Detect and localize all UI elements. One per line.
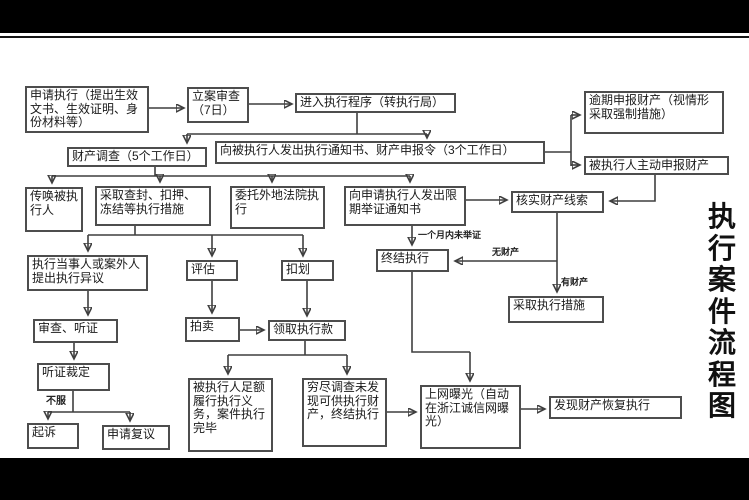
resume-execution-box: 发现财产恢复执行 [549,396,682,419]
letterbox-top-bar [0,0,749,33]
edge-label-has-property: 有财产 [561,277,589,287]
case-completed-box: 被执行人足额履行执行义务，案件执行完毕 [188,378,273,452]
summon-debtor-box: 传唤被执行人 [25,187,83,232]
frame-line-top [0,36,749,38]
terminate-execution-box: 终结执行 [376,249,449,272]
letterbox-bottom-bar [0,458,749,500]
review-hearing-box: 审查、听证 [33,319,118,343]
lawsuit-box: 起诉 [27,423,79,449]
enter-execution-procedure-box: 进入执行程序（转执行局） [295,93,456,113]
auction-box: 拍卖 [185,317,240,342]
edge-label-no-property: 无财产 [492,247,520,257]
execution-objection-box: 执行当事人或案外人提出执行异议 [27,255,148,291]
deduction-box: 扣划 [281,260,334,281]
appraisal-box: 评估 [186,260,238,281]
verify-property-clues-box: 核实财产线索 [511,191,604,213]
hearing-ruling-box: 听证裁定 [37,363,110,391]
edge-label-no-evidence-in-month: 一个月内未举证 [418,230,482,240]
overdue-declaration-box: 逾期申报财产（视情形采取强制措施） [584,91,724,134]
online-exposure-box: 上网曝光（自动在浙江诚信网曝光） [420,385,521,449]
exhausted-investigation-box: 穷尽调查未发现可供执行财产，终结执行 [302,378,387,447]
voluntary-declaration-box: 被执行人主动申报财产 [584,156,729,175]
reconsideration-box: 申请复议 [102,425,170,450]
edge-label-dissatisfied: 不服 [46,396,66,407]
receive-payment-box: 领取执行款 [268,320,346,341]
evidence-notice-box: 向申请执行人发出限期举证通知书 [344,186,466,226]
apply-execution-box: 申请执行（提出生效文书、生效证明、身份材料等） [25,86,149,133]
property-investigation-box: 财产调查（5个工作日） [67,147,207,167]
case-filing-review-box: 立案审查（7日） [187,87,249,123]
execution-notice-box: 向被执行人发出执行通知书、财产申报令（3个工作日） [215,141,545,164]
seizure-measures-box: 采取查封、扣押、冻结等执行措施 [95,186,211,226]
entrust-court-box: 委托外地法院执行 [230,186,325,229]
chart-vertical-title: 执行案件流程图 [707,200,736,422]
take-execution-measures-box: 采取执行措施 [508,296,604,323]
